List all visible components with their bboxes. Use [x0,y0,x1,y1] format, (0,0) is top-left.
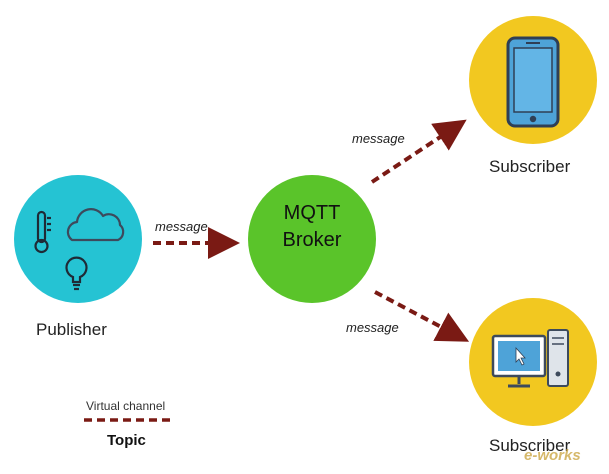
watermark-logo: e-works [524,447,581,464]
broker-label-line1: MQTT [283,202,341,224]
publisher-node [14,175,142,303]
smartphone-icon [506,36,560,128]
publisher-label: Publisher [36,320,107,339]
arrow-broker-to-subscriber-bottom [374,290,470,342]
message-label-publisher: message [155,219,208,234]
lightbulb-icon [65,256,88,291]
cloud-icon [66,208,125,242]
subscriber-top-label: Subscriber [489,157,571,176]
thermometer-icon [34,210,51,254]
broker-circle [248,175,376,303]
message-label-bottom: message [346,320,399,335]
subscriber-bottom-node [469,298,597,426]
desktop-computer-icon [491,329,569,388]
arrow-broker-to-subscriber-top [370,119,467,184]
message-label-top: message [352,131,405,146]
legend-topic: Topic [107,432,146,449]
broker-label-line2: Broker [282,229,342,251]
legend-title: Virtual channel [86,399,166,413]
subscriber-bottom-label: Subscriber [489,436,571,455]
broker-label: MQTT Broker [247,200,377,254]
subscriber-top-node [469,16,597,144]
